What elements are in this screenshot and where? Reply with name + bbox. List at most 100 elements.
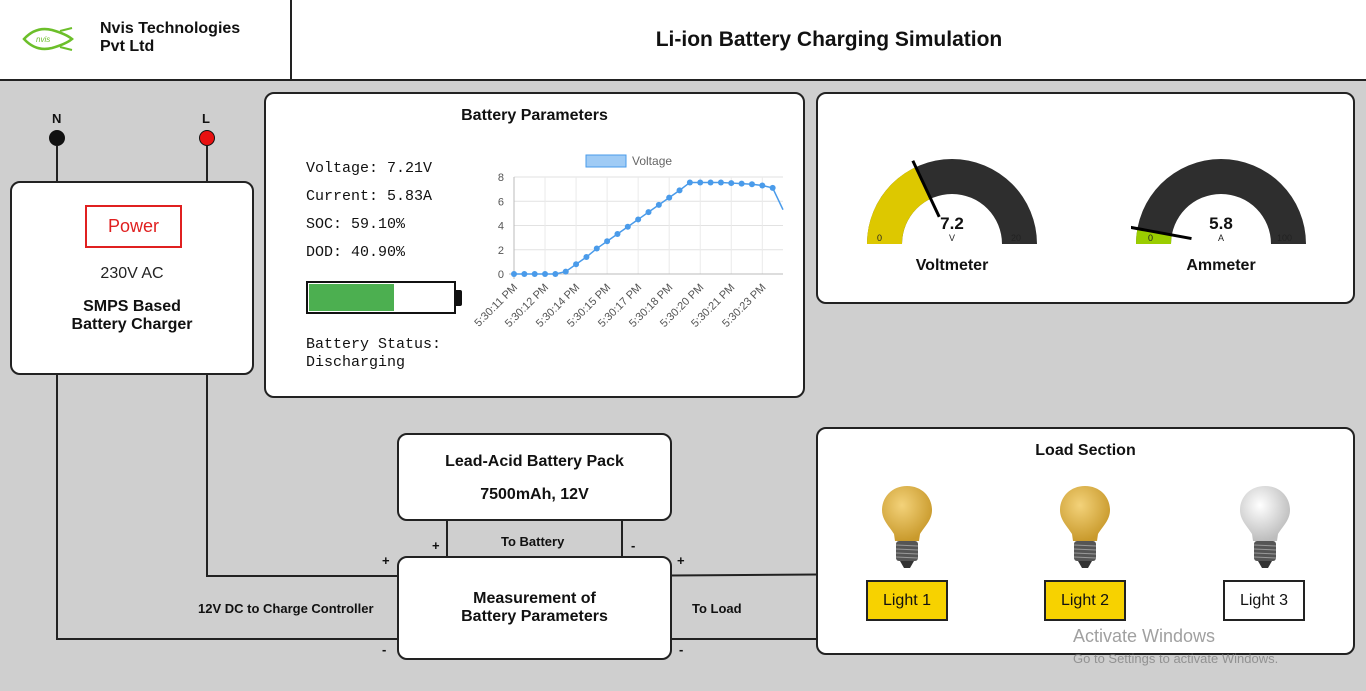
bulb-thread <box>1073 556 1097 559</box>
ammeter-value: 5.8 <box>1209 214 1233 233</box>
bulb-thread <box>895 548 919 551</box>
chart-data-point <box>686 179 693 186</box>
chart-data-point <box>604 238 611 245</box>
to-controller-label: 12V DC to Charge Controller <box>198 601 374 616</box>
chart-data-point <box>645 209 652 216</box>
bulb-3-icon <box>1238 484 1292 577</box>
charger-plus-sign: + <box>382 553 390 568</box>
voltmeter-min: 0 <box>877 233 883 243</box>
company-name: Nvis Technologies Pvt Ltd <box>100 20 241 55</box>
bulb-1-icon <box>880 484 934 577</box>
header-bar <box>0 0 1366 81</box>
battery-plus-sign: + <box>432 538 440 553</box>
gauge-track <box>1136 159 1306 244</box>
bulb-thread <box>1253 556 1277 559</box>
battery-pack-panel: Lead-Acid Battery Pack 7500mAh, 12V <box>397 433 672 521</box>
chart-data-point <box>624 223 631 230</box>
light-3-button[interactable]: Light 3 <box>1223 580 1305 621</box>
battery-level-indicator <box>306 281 456 314</box>
battery-parameters-panel: Battery Parameters Voltage: 7.21V Curren… <box>264 92 805 398</box>
bulb-thread <box>1073 544 1097 547</box>
chart-data-point <box>655 201 662 208</box>
voltmeter-gauge <box>867 159 1037 244</box>
bulb-thread <box>1253 548 1277 551</box>
gauge-needle <box>1131 225 1192 241</box>
wire-minus-horizontal <box>56 638 400 640</box>
chart-data-point <box>552 271 559 277</box>
bulb-glass <box>1060 486 1110 541</box>
chart-series-line <box>514 181 784 275</box>
bulb-tip <box>900 561 914 568</box>
chart-data-point <box>521 271 528 277</box>
voltmeter-max: 20 <box>1011 233 1022 243</box>
measurement-name: Measurement of Battery Parameters <box>461 590 608 625</box>
light-2-button[interactable]: Light 2 <box>1044 580 1126 621</box>
chart-data-point <box>593 245 600 252</box>
chart-data-point <box>728 180 735 187</box>
bulb-2-icon <box>1058 484 1112 577</box>
chart-data-point <box>748 181 755 188</box>
voltage-readout: Voltage: 7.21V <box>306 160 433 177</box>
chart-data-point <box>562 268 569 275</box>
bulb-tip <box>1078 561 1092 568</box>
battery-status-value: Discharging <box>306 354 406 371</box>
live-terminal <box>199 130 215 146</box>
chart-y-tick-label: 4 <box>498 221 504 233</box>
chart-data-point <box>717 179 724 186</box>
wire-load-plus <box>669 573 819 577</box>
chart-data-point <box>738 180 745 187</box>
bulb-thread <box>895 544 919 547</box>
brand-area: nvis Nvis Technologies Pvt Ltd <box>0 0 292 79</box>
bulb-thread <box>1253 552 1277 555</box>
ammeter-min: 0 <box>1148 233 1154 243</box>
gauge-fill <box>867 167 931 244</box>
watermark-title: Activate Windows <box>1073 626 1216 646</box>
chart-data-point <box>635 216 642 223</box>
light-1-button[interactable]: Light 1 <box>866 580 948 621</box>
power-button[interactable]: Power <box>85 205 182 248</box>
wire-plus-horizontal <box>206 575 400 577</box>
chart-data-point <box>511 271 517 277</box>
battery-status-label: Battery Status: <box>306 336 442 353</box>
gauge-fill <box>1136 228 1172 244</box>
load-minus-sign: - <box>679 642 684 657</box>
load-section-panel: Load Section Light 1 Light 2 Light 3 <box>816 427 1355 655</box>
ammeter-label: Ammeter <box>1186 257 1256 274</box>
ammeter-max: 100 <box>1277 233 1293 243</box>
to-battery-label: To Battery <box>501 534 565 549</box>
chart-data-point <box>583 254 590 261</box>
chart-y-tick-label: 6 <box>498 196 504 208</box>
bulb-thread <box>1253 544 1277 547</box>
page-title: Li-ion Battery Charging Simulation <box>655 27 1003 51</box>
bulb-glass <box>882 486 932 541</box>
bulb-thread <box>895 552 919 555</box>
watermark-subtitle: Go to Settings to activate Windows. <box>1073 651 1279 666</box>
dod-readout: DOD: 40.90% <box>306 244 406 261</box>
ammeter-unit: A <box>1217 233 1224 243</box>
battery-pack-name: Lead-Acid Battery Pack <box>445 453 624 470</box>
measurement-panel: Measurement of Battery Parameters <box>397 556 672 660</box>
wire-battery-minus <box>621 520 623 558</box>
battery-parameters-title: Battery Parameters <box>461 107 608 124</box>
wire-n-top <box>56 146 58 182</box>
battery-level-fill <box>309 284 395 311</box>
battery-terminal-cap <box>456 290 462 306</box>
battery-minus-sign: - <box>631 538 636 553</box>
charger-name: SMPS Based Battery Charger <box>71 298 193 333</box>
chart-data-point <box>769 184 776 191</box>
meters-panel: 7.2 0 V 20 Voltmeter 5.8 0 A 100 Ammeter <box>816 92 1355 304</box>
chart-data-point <box>614 230 621 237</box>
chart-data-point <box>531 271 538 277</box>
charger-minus-sign: - <box>382 642 387 657</box>
logo-text: nvis <box>36 35 50 44</box>
load-plus-sign: + <box>677 553 685 568</box>
chart-data-point <box>666 194 673 201</box>
current-readout: Current: 5.83A <box>306 188 433 205</box>
bulb-thread <box>1073 552 1097 555</box>
load-section-title: Load Section <box>1035 442 1136 459</box>
charger-input: 230V AC <box>100 265 164 282</box>
chart-data-point <box>573 261 580 268</box>
charger-panel: Power 230V AC SMPS Based Battery Charger <box>10 181 254 375</box>
ammeter-gauge <box>1131 159 1306 244</box>
